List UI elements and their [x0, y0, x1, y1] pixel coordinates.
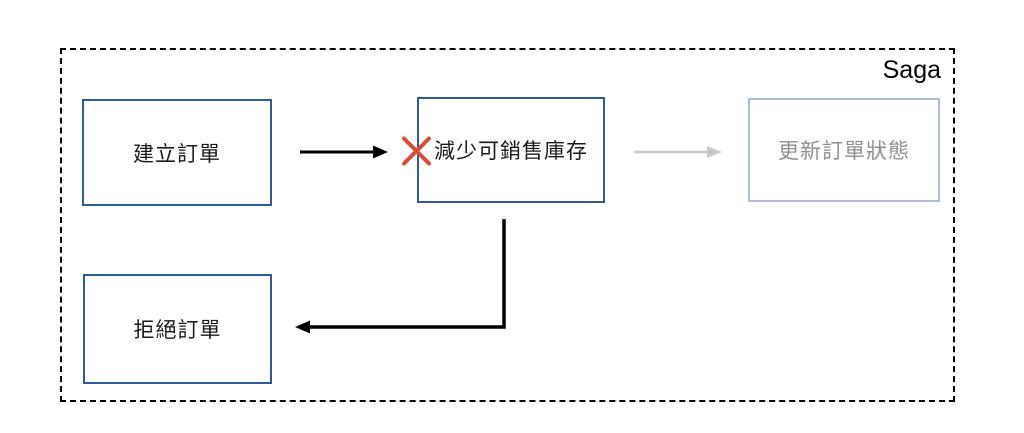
node-reject-order: 拒絕訂單: [83, 274, 272, 384]
saga-boundary: Saga 建立訂單 減少可銷售庫存: [60, 48, 955, 402]
node-update-status-label: 更新訂單狀態: [778, 140, 910, 163]
node-update-status: 更新訂單狀態: [748, 98, 940, 202]
node-create-order: 建立訂單: [82, 99, 272, 206]
arrow-create-to-reduce: [300, 145, 388, 159]
node-reject-order-label: 拒絕訂單: [133, 319, 222, 342]
error-x-icon: [402, 136, 431, 166]
saga-boundary-title: Saga: [882, 56, 941, 84]
node-reduce-inventory: 減少可銷售庫存: [402, 97, 605, 203]
arrow-reduce-to-reject-elbow: [295, 219, 506, 334]
node-create-order-label: 建立訂單: [133, 142, 221, 166]
arrow-reduce-to-update-faded: [634, 146, 722, 158]
node-reduce-inventory-label: 減少可銷售庫存: [434, 140, 588, 163]
